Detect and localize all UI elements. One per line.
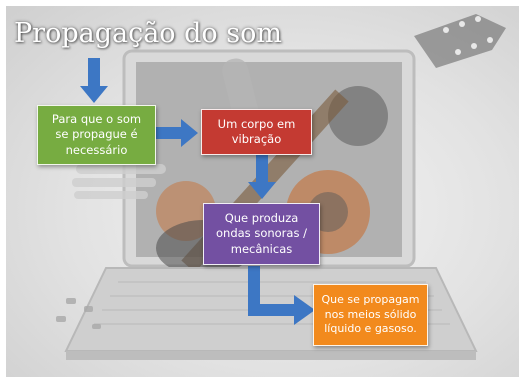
arrow-down-icon xyxy=(248,154,276,199)
arrow-right-icon xyxy=(155,119,198,147)
arrow-bent-right-icon xyxy=(248,266,315,325)
slide-title: Propagação do som xyxy=(14,18,282,49)
sound-waves-box: Que produza ondas sonoras / mecânicas xyxy=(203,203,320,265)
propagation-media-box: Que se propagam nos meios sólido líquido… xyxy=(313,284,428,346)
vibrating-body-box: Um corpo em vibração xyxy=(201,109,312,155)
requirement-box: Para que o som se propague é necessário xyxy=(37,105,156,165)
arrow-down-icon xyxy=(80,58,108,103)
slide: Propagação do som Para que o som se prop… xyxy=(6,6,519,377)
